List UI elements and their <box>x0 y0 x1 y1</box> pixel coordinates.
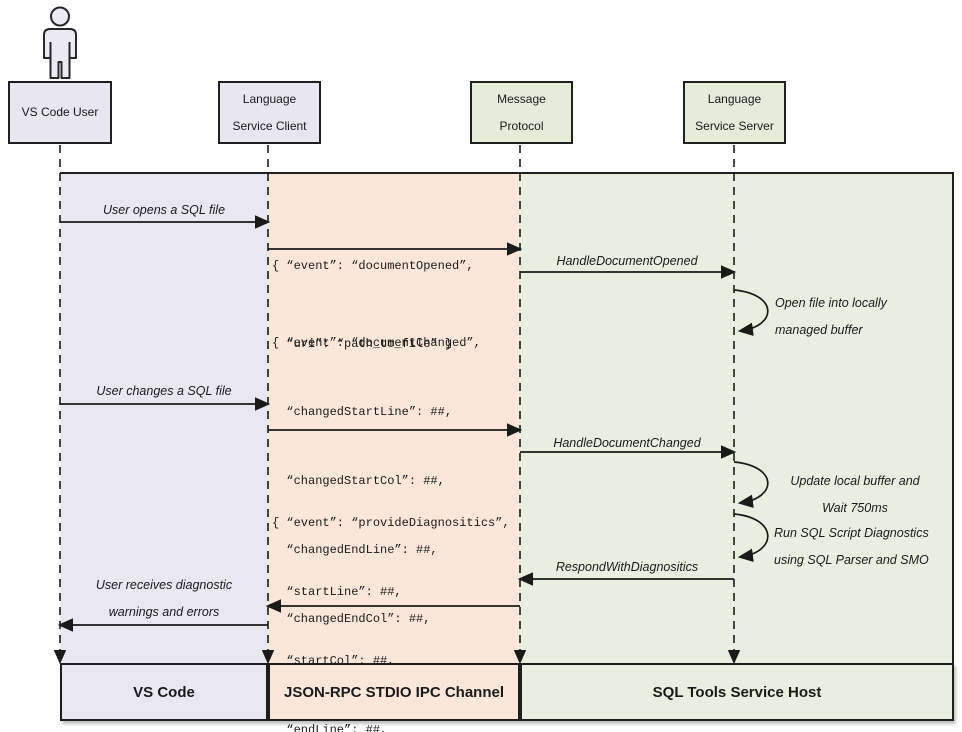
payload-line: “startLine”: ##, <box>272 585 402 599</box>
payload-line: { “event”: “documentOpened”, <box>272 259 474 273</box>
actor-box-vscode-user: VS Code User <box>8 81 112 144</box>
payload-line: “endLine”: ##, <box>272 723 388 732</box>
actor-label: VS Code User <box>21 105 99 119</box>
actor-label: Service Client <box>232 118 307 133</box>
note-update-buffer: Update local buffer and Wait 750ms <box>790 474 920 515</box>
message-label-handle-document-opened: HandleDocumentOpened <box>556 254 698 268</box>
actor-box-language-service-server: Language Service Server <box>683 81 786 144</box>
footer-box-sql-tools-host: SQL Tools Service Host <box>520 663 954 721</box>
self-loop-open-file <box>733 289 769 336</box>
footer-label: SQL Tools Service Host <box>652 683 822 701</box>
message-label-respond-with-diagnostics: RespondWithDiagnositics <box>555 560 699 574</box>
footer-box-vscode: VS Code <box>60 663 268 721</box>
note-open-file: Open file into locally managed buffer <box>775 296 887 337</box>
actor-label: Language <box>707 91 762 106</box>
user-actor-icon <box>43 6 77 79</box>
actor-label: Language <box>242 91 297 106</box>
footer-box-jsonrpc-channel: JSON-RPC STDIO IPC Channel <box>268 663 520 721</box>
payload-line: “changedStartLine”: ##, <box>272 405 453 419</box>
actor-label: Protocol <box>499 118 544 133</box>
self-loop-run-diagnostics <box>733 513 769 562</box>
payload-line: { “event”: “documentChanged”, <box>272 336 481 350</box>
actor-box-language-service-client: Language Service Client <box>218 81 321 144</box>
payload-line: “uri”: “path_to_file” } <box>272 337 453 351</box>
actor-label: Service Server <box>695 118 774 133</box>
actor-box-message-protocol: Message Protocol <box>470 81 573 144</box>
message-label-handle-document-changed: HandleDocumentChanged <box>553 436 701 450</box>
payload-document-opened: { “event”: “documentOpened”, “uri”: “pat… <box>272 201 474 409</box>
message-label-user-changes: User changes a SQL file <box>96 384 232 398</box>
payload-line: “changedEndCol”: ##, <box>272 612 431 626</box>
payload-line: “changedEndLine”: ##, <box>272 543 438 557</box>
message-label-user-receives: User receives diagnostic warnings and er… <box>95 578 233 619</box>
footer-label: VS Code <box>133 683 195 701</box>
message-label-user-opens: User opens a SQL file <box>102 203 226 217</box>
lane-background <box>60 172 954 721</box>
payload-line: “changedStartCol”: ##, <box>272 474 445 488</box>
self-loop-update-buffer <box>733 461 769 508</box>
actor-label: Message <box>497 91 546 106</box>
lane-jsonrpc <box>268 174 520 721</box>
footer-label: JSON-RPC STDIO IPC Channel <box>283 683 505 701</box>
lane-vscode <box>60 174 268 721</box>
payload-line: { “event”: “provideDiagnositics”, <box>272 516 510 530</box>
note-run-diagnostics: Run SQL Script Diagnostics using SQL Par… <box>774 526 929 567</box>
